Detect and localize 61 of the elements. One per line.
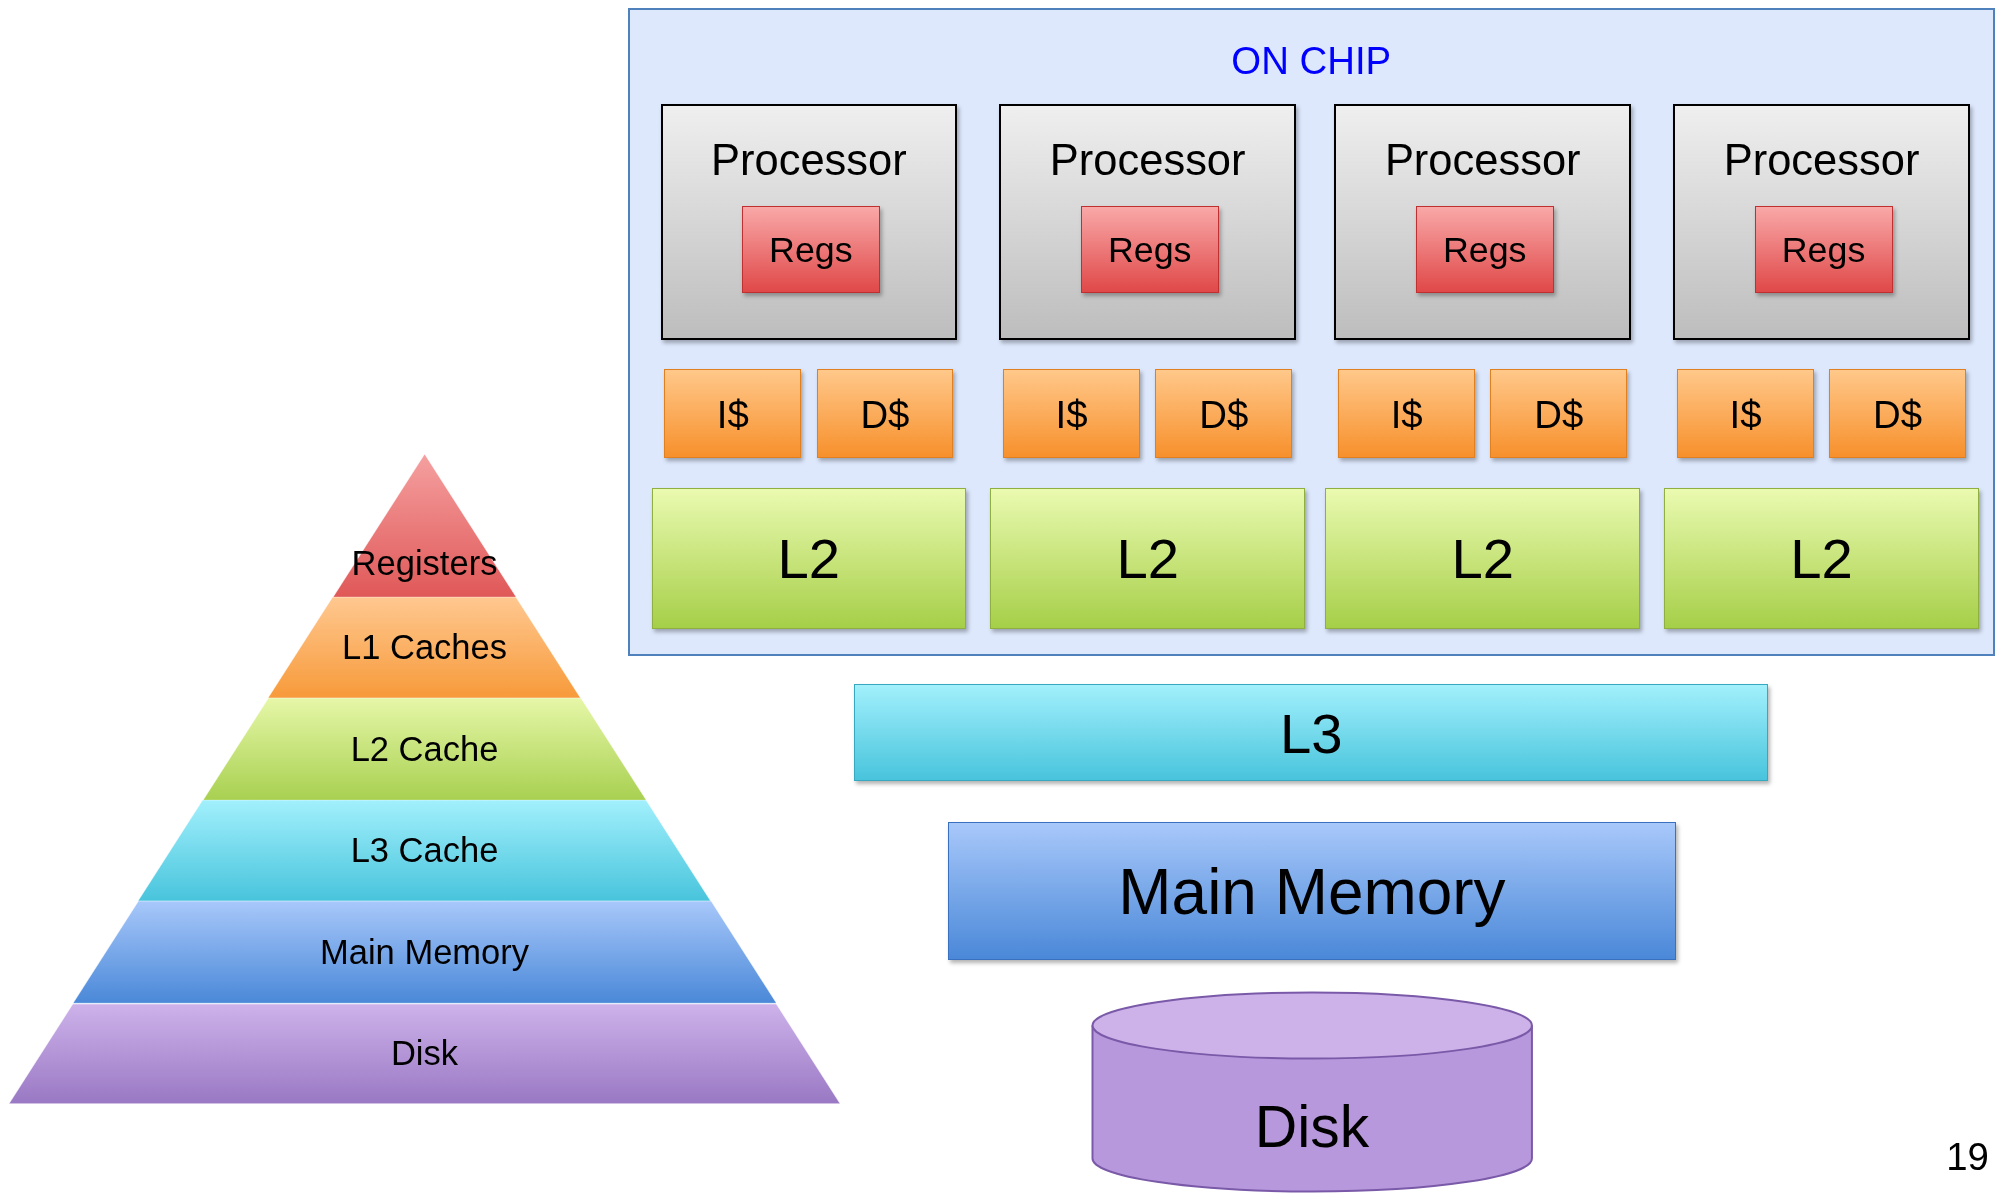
cache-box (1325, 487, 1640, 629)
block-label: L2 (1115, 526, 1180, 593)
block-label: Processor (1383, 135, 1582, 187)
cache-box (1003, 369, 1140, 459)
page-number: 19 (1946, 1135, 1989, 1180)
block-label: L2 (776, 526, 842, 593)
cache-box (1664, 487, 1979, 629)
block-label: Main Memory (1117, 854, 1507, 930)
cache-box (990, 487, 1305, 629)
block-label: L3 (1279, 700, 1344, 767)
block-label: Regs (1106, 229, 1193, 272)
block-label: D$ (1198, 391, 1250, 438)
processor-box (1334, 104, 1632, 340)
disk-cylinder (1090, 991, 1534, 1193)
pyramid-layer (268, 597, 581, 699)
cache-box (651, 487, 967, 629)
memory-box (947, 822, 1677, 961)
block-label: I$ (1054, 391, 1089, 438)
block-label: I$ (1728, 391, 1763, 438)
cache-box (1677, 369, 1814, 459)
block-label: ON CHIP (1230, 37, 1393, 84)
register-box (1415, 206, 1554, 293)
pyramid-layer (202, 698, 647, 801)
block-label: L2 Cache (349, 728, 500, 770)
register-box (1754, 206, 1893, 293)
cache-box (1338, 369, 1476, 459)
processor-box (999, 104, 1296, 340)
block-label: I$ (715, 391, 750, 438)
cache-box (664, 369, 802, 459)
pyramid-layer (8, 1003, 841, 1104)
block-label: Disk (1253, 1093, 1371, 1161)
block-label: L1 Caches (341, 626, 508, 668)
block-label: L2 (1789, 526, 1854, 593)
block-label: I$ (1389, 391, 1424, 438)
pyramid-layer (332, 453, 517, 598)
processor-box (660, 104, 958, 340)
block-label: D$ (1533, 391, 1585, 438)
register-box (1080, 206, 1219, 293)
cache-box (1829, 369, 1967, 459)
block-label: Regs (1780, 229, 1867, 272)
block-label: Regs (1441, 229, 1528, 272)
cache-box (1490, 369, 1628, 459)
block-label: L2 (1450, 526, 1515, 593)
cache-box (816, 369, 954, 459)
block-label: Processor (710, 135, 908, 187)
block-label: Processor (1048, 135, 1247, 187)
on-chip-panel (627, 7, 1995, 656)
block-label: Registers (350, 542, 499, 584)
block-label: Regs (768, 229, 854, 272)
cache-box (854, 684, 1769, 782)
block-label: Main Memory (319, 931, 531, 973)
block-label: D$ (1872, 391, 1924, 438)
block-label: Disk (389, 1032, 460, 1074)
register-box (741, 206, 880, 293)
block-label: L3 Cache (349, 830, 500, 872)
block-label: Processor (1722, 135, 1921, 187)
block-label: D$ (859, 391, 911, 438)
pyramid-layer (138, 800, 711, 902)
pyramid-layer (72, 901, 777, 1004)
cache-box (1155, 369, 1293, 459)
processor-box (1673, 104, 1970, 340)
